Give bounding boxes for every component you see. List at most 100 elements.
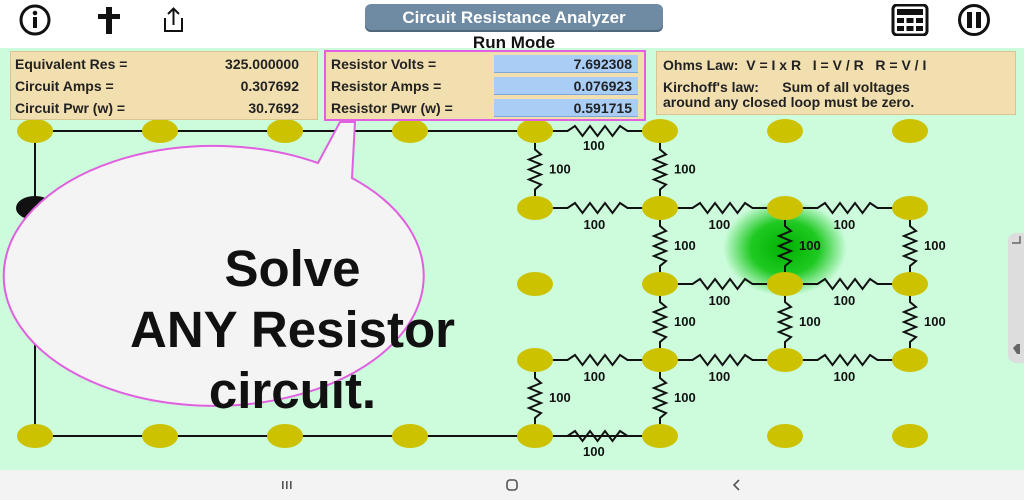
- circuit-node[interactable]: [767, 348, 803, 372]
- circuit-node[interactable]: [267, 119, 303, 143]
- resistor: [660, 353, 785, 367]
- circuit-node[interactable]: [767, 272, 803, 296]
- app-title: Circuit Resistance Analyzer: [365, 4, 663, 32]
- resistor: [651, 360, 669, 436]
- top-toolbar: Circuit Resistance Analyzer Run Mode: [0, 0, 1024, 52]
- back-icon: [732, 479, 740, 491]
- resistor-value-label: 100: [674, 314, 696, 329]
- circuit-node[interactable]: [142, 424, 178, 448]
- resistor-value-label: 100: [674, 390, 696, 405]
- resistor: [535, 201, 660, 215]
- circuit-node[interactable]: [392, 119, 428, 143]
- resistor-value-label: 100: [674, 162, 696, 177]
- resistor-value-label: 100: [834, 217, 856, 232]
- circuit-node[interactable]: [767, 119, 803, 143]
- circuit-stats-panel: Equivalent Res = 325.000000 Circuit Amps…: [10, 51, 318, 120]
- circuit-node[interactable]: [517, 424, 553, 448]
- recents-button[interactable]: [272, 475, 302, 495]
- resistor: [660, 201, 785, 215]
- resistor-stats-panel: Resistor Volts = 7.692308 Resistor Amps …: [324, 50, 646, 121]
- latin-cross-icon: [98, 7, 120, 34]
- circuit-canvas[interactable]: 100 100 100 100 100 100 100 100 100 100 100 100 100 1…: [0, 48, 1024, 470]
- circuit-node[interactable]: [267, 424, 303, 448]
- home-button[interactable]: [497, 475, 527, 495]
- circuit-node[interactable]: [392, 424, 428, 448]
- info-circle-icon: [19, 4, 51, 36]
- circuit-node[interactable]: [892, 348, 928, 372]
- laws-panel: Ohms Law: V = I x R I = V / R R = V / I …: [656, 51, 1016, 115]
- circuit-node[interactable]: [517, 348, 553, 372]
- promo-line-1: Solve: [224, 240, 361, 297]
- circuit-node[interactable]: [517, 119, 553, 143]
- resistor-value-label: 100: [799, 314, 821, 329]
- circuit-node[interactable]: [767, 196, 803, 220]
- resistor-amps-label: Resistor Amps =: [331, 78, 442, 94]
- resistor-pwr-label: Resistor Pwr (w) =: [331, 100, 453, 116]
- resistor: [776, 284, 794, 360]
- resistor-value-label: 100: [709, 293, 731, 308]
- resistor: [535, 124, 660, 138]
- circuit-node[interactable]: [642, 272, 678, 296]
- circuit-node[interactable]: [642, 119, 678, 143]
- calculator-button[interactable]: [890, 4, 930, 36]
- resistor: [776, 208, 794, 284]
- resistor-value-label: 100: [834, 369, 856, 384]
- circuit-node[interactable]: [892, 272, 928, 296]
- resistor-volts-value: 7.692308: [494, 55, 638, 73]
- circuit-node[interactable]: [17, 424, 53, 448]
- resistor-amps-value: 0.076923: [494, 77, 638, 95]
- callout-bubble: [2, 121, 425, 407]
- cross-button[interactable]: [90, 4, 128, 36]
- circuit-node[interactable]: [642, 424, 678, 448]
- resistor: [526, 360, 544, 436]
- resistor: [785, 353, 910, 367]
- resistor: [660, 277, 785, 291]
- resistor-value-label: 100: [799, 238, 821, 253]
- kirchoff-law-text-line1: Kirchoff's law: Sum of all voltages: [663, 79, 910, 95]
- circuit-node[interactable]: [517, 196, 553, 220]
- share-upload-icon: [164, 7, 183, 32]
- share-button[interactable]: [154, 4, 192, 36]
- info-button[interactable]: [16, 4, 54, 36]
- resistor: [526, 131, 544, 208]
- side-panel-handle[interactable]: [1008, 233, 1024, 363]
- circuit-pwr-value: 30.7692: [248, 100, 299, 116]
- circuit-node[interactable]: [517, 272, 553, 296]
- resistor: [651, 208, 669, 284]
- mode-label: Run Mode: [472, 33, 556, 52]
- circuit-node[interactable]: [642, 196, 678, 220]
- circuit-board[interactable]: 100 100 100 100 100 100 100 100 100 100 100 100 100 1…: [0, 48, 1024, 470]
- home-icon: [506, 479, 518, 491]
- resistor-pwr-value: 0.591715: [494, 99, 638, 117]
- resistor-value-label: 100: [924, 314, 946, 329]
- resistor-value-label: 100: [583, 138, 605, 153]
- resistor-value-label: 100: [834, 293, 856, 308]
- resistor-value-label: 100: [583, 444, 605, 459]
- circuit-amps-value: 0.307692: [240, 78, 299, 94]
- resistor: [901, 284, 919, 360]
- resistor-value-label: 100: [584, 217, 606, 232]
- circuit-node[interactable]: [767, 424, 803, 448]
- pause-button[interactable]: [950, 4, 998, 36]
- back-button[interactable]: [722, 475, 752, 495]
- promo-text: Solve ANY Resistor circuit.: [90, 238, 495, 421]
- resistor-value-label: 100: [709, 217, 731, 232]
- circuit-node[interactable]: [892, 119, 928, 143]
- resistor-volts-label: Resistor Volts =: [331, 56, 437, 72]
- circuit-node[interactable]: [892, 196, 928, 220]
- resistor: [785, 277, 910, 291]
- circuit-node[interactable]: [142, 119, 178, 143]
- calculator-icon: [891, 4, 929, 36]
- resistor: [535, 353, 660, 367]
- side-handle-icon: [1012, 236, 1021, 354]
- circuit-node[interactable]: [892, 424, 928, 448]
- circuit-node[interactable]: [642, 348, 678, 372]
- equiv-res-value: 325.000000: [225, 56, 299, 72]
- resistor-value-label: 100: [549, 162, 571, 177]
- resistor-value-label: 100: [709, 369, 731, 384]
- resistor: [535, 429, 660, 443]
- circuit-node[interactable]: [17, 119, 53, 143]
- equiv-res-label: Equivalent Res =: [15, 56, 128, 72]
- pause-circle-icon: [958, 4, 990, 36]
- resistor: [651, 131, 669, 208]
